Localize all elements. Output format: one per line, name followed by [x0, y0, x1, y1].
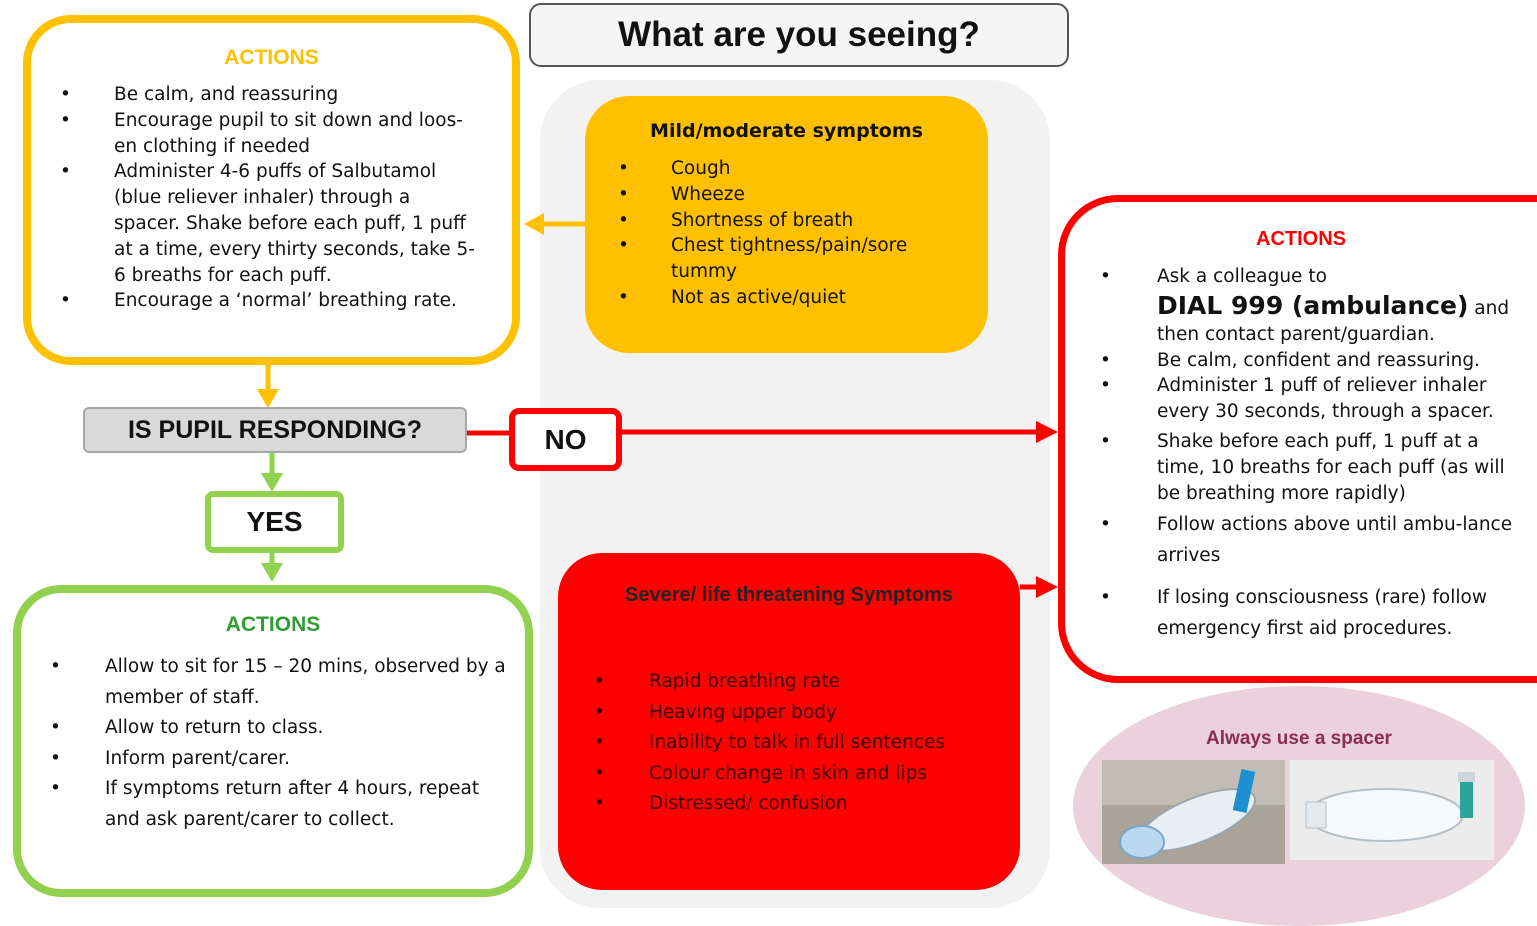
list-item: If symptoms return after 4 hours, repeat…	[50, 774, 510, 835]
list-item: Wheeze	[618, 182, 948, 208]
list-item: Shortness of breath	[618, 208, 948, 234]
severe-symptoms-list: Rapid breathing rate Heaving upper body …	[594, 667, 1014, 820]
list-item: Ask a colleague to DIAL 999 (ambulance) …	[1100, 264, 1530, 348]
list-item: Allow to return to class.	[50, 713, 510, 744]
spacer-photo-1	[1102, 760, 1285, 864]
mild-symptoms-list: Cough Wheeze Shortness of breath Chest t…	[618, 156, 948, 311]
list-item: Follow actions above until ambu-lance ar…	[1100, 510, 1530, 571]
list-item: Inform parent/carer.	[50, 744, 510, 775]
actions-yes-list: Allow to sit for 15 – 20 mins, observed …	[50, 652, 510, 835]
list-item: Encourage a ‘normal’ breathing rate.	[60, 288, 480, 314]
spacer-label: Always use a spacer	[1206, 728, 1392, 749]
list-item: Cough	[618, 156, 948, 182]
actions-mild-title: ACTIONS	[224, 46, 319, 69]
list-item: Inability to talk in full sentences	[594, 728, 1014, 759]
mild-symptoms-title: Mild/moderate symptoms	[650, 120, 923, 142]
no-box: NO	[509, 408, 622, 471]
actions-emergency-title: ACTIONS	[1256, 228, 1346, 250]
spacer-photo-2	[1290, 760, 1494, 860]
list-item: Administer 1 puff of reliever inhaler ev…	[1100, 373, 1530, 425]
list-item: Rapid breathing rate	[594, 667, 1014, 698]
is-pupil-responding-box: IS PUPIL RESPONDING?	[83, 407, 467, 453]
list-item: Administer 4-6 puffs of Salbutamol (blue…	[60, 159, 480, 288]
list-item: Allow to sit for 15 – 20 mins, observed …	[50, 652, 510, 713]
list-item: Shake before each puff, 1 puff at a time…	[1100, 429, 1530, 506]
list-item: Colour change in skin and lips	[594, 759, 1014, 790]
actions-yes-title: ACTIONS	[225, 613, 321, 636]
severe-symptoms-title: Severe/ life threatening Symptoms	[625, 584, 953, 606]
list-item: Chest tightness/pain/sore tummy	[618, 233, 948, 285]
list-item: Encourage pupil to sit down and loos-en …	[60, 108, 480, 160]
list-item: Be calm, and reassuring	[60, 82, 480, 108]
dial-instruction-pre: Ask a colleague to	[1157, 266, 1327, 287]
list-item: Not as active/quiet	[618, 285, 948, 311]
list-item: Heaving upper body	[594, 698, 1014, 729]
yes-box: YES	[205, 491, 344, 553]
dial-instruction-and: and	[1468, 297, 1510, 319]
page-title: What are you seeing?	[529, 3, 1069, 67]
list-item: If losing consciousness (rare) follow em…	[1100, 583, 1530, 644]
actions-mild-list: Be calm, and reassuring Encourage pupil …	[60, 82, 480, 314]
list-item: Be calm, confident and reassuring.	[1100, 348, 1530, 374]
actions-emergency-list: Ask a colleague to DIAL 999 (ambulance) …	[1100, 264, 1530, 644]
dial-999-text: DIAL 999 (ambulance)	[1157, 290, 1469, 320]
dial-instruction-post: then contact parent/guardian.	[1157, 323, 1435, 345]
list-item: Distressed/ confusion	[594, 789, 1014, 820]
